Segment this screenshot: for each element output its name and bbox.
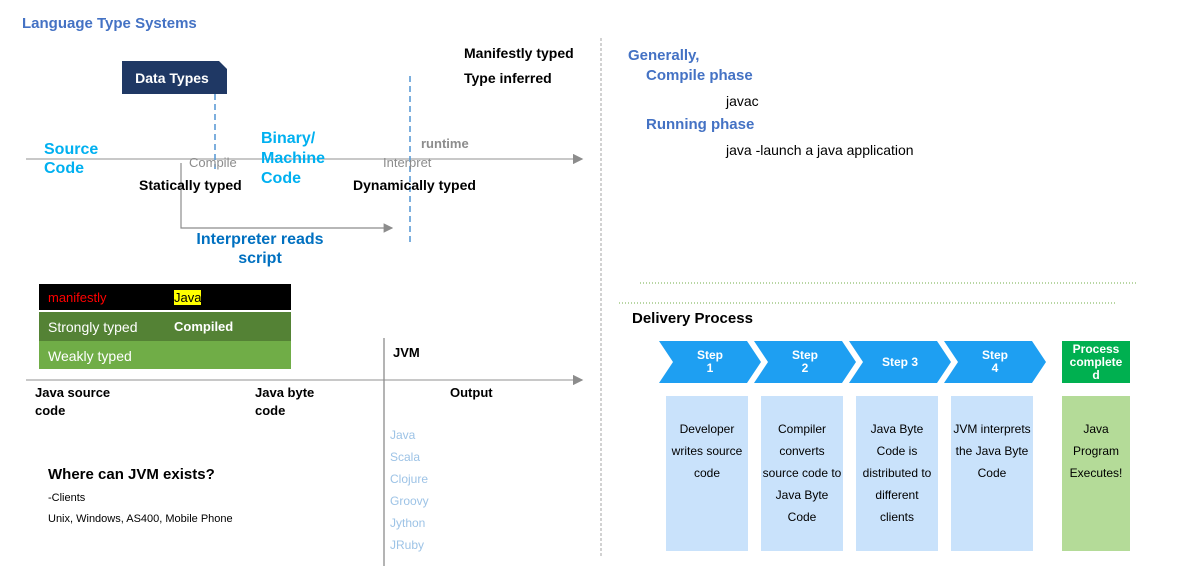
- process-complete-badge: Process complete d: [1062, 341, 1130, 383]
- step-4-description: JVM interprets the Java Byte Code: [951, 396, 1033, 551]
- where-jvm-heading: Where can JVM exists?: [48, 466, 215, 483]
- data-types-label: Data Types: [135, 70, 209, 86]
- legend-value-java: Java: [174, 290, 202, 305]
- language-item-jruby: JRuby: [390, 538, 425, 552]
- step-2-label: Step 2: [791, 348, 818, 375]
- step-1-chevron: Step 1: [659, 341, 761, 383]
- runtime-label: runtime: [421, 136, 469, 151]
- step-2-chevron: Step 2: [754, 341, 856, 383]
- language-item-java: Java: [390, 428, 416, 442]
- legend-label: manifestly: [48, 290, 107, 305]
- binary-machine-code-label: Binary/ Machine Code: [261, 130, 326, 187]
- language-item-groovy: Groovy: [390, 494, 429, 508]
- language-item-scala: Scala: [390, 450, 421, 464]
- step-3-desc-text: Java Byte Code is distributed to differe…: [862, 422, 932, 524]
- step-4-desc-text: JVM interprets the Java Byte Code: [953, 422, 1031, 480]
- legend-row-strongly-typed: Strongly typed Compiled: [39, 312, 291, 341]
- step-1-description: Developer writes source code: [666, 396, 748, 551]
- step-2-desc-text: Compiler converts source code to Java By…: [762, 422, 842, 524]
- compile-phase-label: Compile phase: [646, 67, 753, 84]
- output-label: Output: [450, 385, 493, 400]
- process-complete-description: Java Program Executes!: [1062, 396, 1130, 551]
- generally-label: Generally,: [628, 47, 700, 64]
- step-3-description: Java Byte Code is distributed to differe…: [856, 396, 938, 551]
- jvm-label: JVM: [393, 345, 420, 360]
- legend-value-compiled: Compiled: [174, 319, 234, 334]
- running-phase-label: Running phase: [646, 116, 755, 133]
- delivery-process-heading: Delivery Process: [632, 310, 753, 327]
- step-1-desc-text: Developer writes source code: [671, 422, 743, 480]
- process-complete-desc-text: Java Program Executes!: [1069, 422, 1123, 480]
- legend-label: Strongly typed: [48, 319, 138, 335]
- java-launch-label: java -launch a java application: [726, 142, 914, 158]
- javac-label: javac: [726, 93, 759, 109]
- interpreter-reads-script-label: Interpreter reads script: [196, 231, 324, 267]
- statically-typed-label: Statically typed: [139, 177, 242, 193]
- language-item-clojure: Clojure: [390, 472, 429, 486]
- legend-row-weakly-typed: Weakly typed: [39, 341, 291, 369]
- java-byte-code-label: Java byte code: [255, 385, 315, 418]
- type-inferred-label: Type inferred: [464, 70, 552, 86]
- interpret-label: Interpret: [383, 155, 432, 170]
- legend-table: manifestly Java Strongly typed Compiled …: [39, 284, 291, 369]
- dynamically-typed-label: Dynamically typed: [353, 177, 476, 193]
- step-3-label: Step 3: [881, 354, 918, 369]
- compile-label: Compile: [189, 155, 237, 170]
- language-item-jython: Jython: [390, 516, 426, 530]
- step-3-chevron: Step 3: [849, 341, 951, 383]
- clients-label: -Clients: [48, 492, 86, 504]
- data-types-tag: Data Types: [122, 61, 227, 94]
- step-2-description: Compiler converts source code to Java By…: [761, 396, 843, 551]
- step-4-label: Step 4: [981, 348, 1008, 375]
- platforms-label: Unix, Windows, AS400, Mobile Phone: [48, 513, 233, 525]
- process-complete-label: Process complete d: [1069, 341, 1123, 382]
- step-4-chevron: Step 4: [944, 341, 1046, 383]
- legend-label: Weakly typed: [48, 348, 132, 364]
- page-title: Language Type Systems: [22, 15, 197, 32]
- manifestly-typed-label: Manifestly typed: [464, 45, 574, 61]
- source-code-label: Source Code: [44, 141, 99, 177]
- legend-row-manifestly: manifestly Java: [39, 284, 291, 310]
- step-1-label: Step 1: [696, 348, 723, 375]
- interpreter-arrow: [180, 163, 394, 233]
- java-source-code-label: Java source code: [35, 385, 111, 418]
